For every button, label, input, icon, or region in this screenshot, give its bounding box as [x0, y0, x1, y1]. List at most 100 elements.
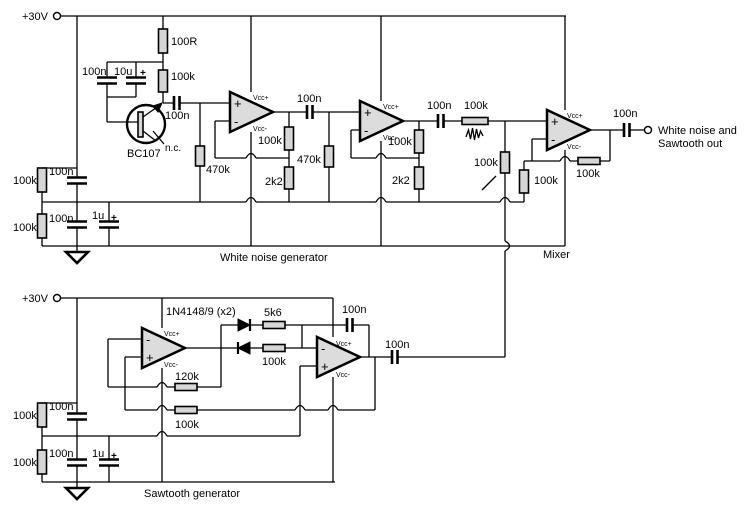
terminal-circle — [52, 293, 62, 303]
label-2k2: 2k2 — [265, 176, 283, 188]
vcc-plus-label: Vcc+ — [567, 113, 583, 120]
label-100k: 100k — [13, 410, 37, 422]
section-label-sawtooth: Sawtooth generator — [144, 488, 240, 500]
resistor-100k-noise-in — [461, 116, 489, 126]
resistor-100k-mixer-gnd — [518, 169, 530, 194]
label-100k: 100k — [13, 222, 37, 234]
vcc-minus-label: Vcc- — [383, 135, 398, 142]
label-1u: 1u — [92, 210, 104, 222]
label-100k: 100k — [13, 457, 37, 469]
resistor-100k-div4 — [36, 449, 48, 475]
diode-icon — [237, 318, 252, 332]
label-100k: 100k — [171, 71, 195, 83]
resistor-2k2-2 — [413, 166, 425, 190]
emitter-arrow-icon — [152, 102, 163, 113]
opamp-triangle — [315, 335, 363, 379]
label-100n: 100n — [49, 448, 73, 460]
sawtooth-waveform-icon — [481, 175, 497, 191]
label-120k: 120k — [175, 371, 199, 383]
label-5k6: 5k6 — [264, 307, 282, 319]
interstage-1: 100n 470k — [273, 93, 360, 202]
polarity-plus: + — [140, 68, 146, 79]
resistor-100k-div2 — [36, 213, 48, 239]
capacitor-100n-base — [97, 76, 117, 85]
supply-terminal-bottom: +30V — [22, 293, 62, 305]
resistor-470k-2 — [323, 145, 335, 168]
opamp-plus: + — [146, 350, 154, 365]
transistor-body-icon — [125, 103, 167, 145]
opamp-minus: - — [551, 132, 555, 147]
vcc-minus-label: Vcc- — [164, 362, 179, 369]
diode-icon — [236, 341, 251, 355]
noise-waveform-icon — [465, 127, 484, 141]
transistor-bc107: BC107 n.c. — [125, 102, 181, 160]
resistor-100k-saw-in — [499, 151, 511, 174]
resistor-100k-d2 — [262, 343, 286, 353]
capacitor-100n-div3 — [67, 412, 87, 421]
label-100k: 100k — [534, 175, 558, 187]
opamp-sawtooth-1: - + Vcc+ Vcc- 120k 100k — [107, 298, 376, 482]
opamp-triangle — [545, 108, 593, 152]
bias-divider-top: 100k 100k 100n 100n 1u + — [13, 16, 119, 246]
polarity-plus: + — [111, 213, 117, 224]
label-100n: 100n — [49, 166, 73, 178]
label-100n: 100n — [427, 100, 451, 112]
capacitor-100n-div4 — [67, 458, 87, 467]
label-100k: 100k — [262, 356, 286, 368]
label-100n: 100n — [342, 304, 366, 316]
opamp-sawtooth-2: - + Vcc+ Vcc- 100n — [299, 298, 505, 482]
vcc-plus-label: Vcc+ — [383, 104, 399, 111]
opamp-triangle — [140, 326, 188, 370]
opamp-plus: + — [234, 96, 242, 111]
section-label-white-noise: White noise generator — [220, 252, 328, 264]
label-diodes: 1N4148/9 (x2) — [166, 306, 236, 318]
label-nc: n.c. — [165, 143, 181, 154]
opamp-minus: - — [364, 123, 368, 138]
ground-symbol-bottom — [62, 482, 92, 501]
opamp-minus: - — [146, 332, 150, 347]
capacitor-100n-output — [622, 123, 631, 137]
resistor-120k — [174, 382, 198, 392]
label-100k: 100k — [388, 136, 412, 148]
opamp-minus: - — [321, 341, 325, 356]
vcc-minus-label: Vcc- — [253, 126, 268, 133]
capacitor-10u — [126, 76, 146, 85]
label-100n: 100n — [613, 108, 637, 120]
vcc-minus-label: Vcc- — [336, 372, 351, 379]
resistor-470k-1 — [194, 145, 206, 167]
capacitor-100n-div1 — [67, 176, 87, 185]
capacitor-100n-coupling2 — [305, 105, 314, 119]
vcc-plus-label: Vcc+ — [336, 341, 352, 348]
capacitor-1u-top — [99, 220, 119, 229]
capacitor-100n-coupling3 — [436, 114, 445, 128]
label-100n: 100n — [49, 401, 73, 413]
label-100R: 100R — [171, 36, 197, 48]
polarity-plus: + — [111, 451, 117, 462]
output-label-2: Sawtooth out — [658, 138, 722, 150]
label-100n: 100n — [49, 213, 73, 225]
label-100k: 100k — [13, 175, 37, 187]
capacitor-1u-bottom — [99, 458, 119, 467]
label-470k: 470k — [297, 154, 321, 166]
opamp-noise-2: + - Vcc+ Vcc- 100k 2k2 — [350, 16, 425, 246]
output-terminal: 100n White noise and Sawtooth out — [590, 108, 737, 150]
terminal-circle — [52, 11, 62, 21]
resistor-5k6 — [262, 320, 286, 330]
vcc-plus-label: Vcc+ — [253, 95, 269, 102]
ground-icon — [62, 250, 92, 265]
ground-symbol-top — [62, 246, 92, 265]
label-100n: 100n — [82, 66, 106, 78]
resistor-100k-mixer-fb — [577, 156, 601, 166]
resistor-100k-fb1 — [283, 126, 295, 151]
label-100n: 100n — [385, 339, 409, 351]
supply-terminal-top: +30V — [22, 11, 62, 23]
label-bc107: BC107 — [127, 148, 161, 160]
resistor-100k-hysteresis — [174, 405, 198, 415]
label-10u: 10u — [114, 66, 132, 78]
label-2k2: 2k2 — [392, 175, 410, 187]
resistor-100k-div1 — [36, 167, 48, 193]
vcc-plus-label: Vcc+ — [164, 331, 180, 338]
opamp-mixer: + - Vcc+ Vcc- 100k 100k — [518, 16, 611, 246]
label-100k: 100k — [175, 419, 199, 431]
